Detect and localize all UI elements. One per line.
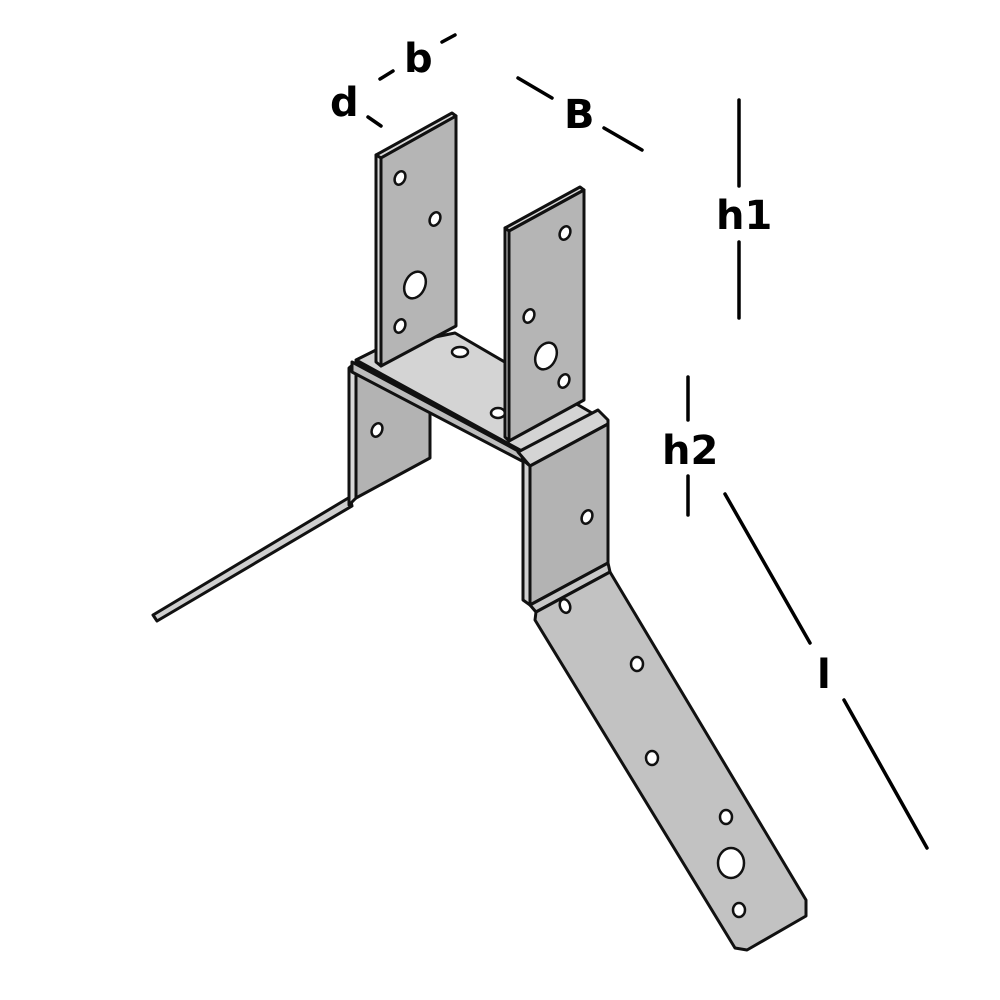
label-b: b — [404, 36, 433, 82]
dimension-B: B — [516, 76, 644, 152]
label-d: d — [330, 80, 359, 126]
right-leg — [516, 408, 610, 607]
label-h2: h2 — [662, 428, 718, 474]
dimension-h2: h2 — [662, 375, 718, 517]
label-B: B — [564, 92, 595, 138]
hole — [393, 318, 407, 334]
hole-large — [716, 846, 746, 880]
hole — [450, 345, 470, 359]
dimension-b: b — [378, 33, 457, 82]
hole — [718, 808, 734, 826]
hole — [558, 225, 572, 241]
hole — [558, 597, 572, 615]
angled-strap — [528, 561, 808, 952]
hole — [370, 422, 384, 438]
dimension-l: l — [723, 492, 929, 850]
left-strap — [151, 495, 354, 623]
hole — [629, 655, 645, 673]
hole — [731, 901, 747, 919]
right-upright — [503, 185, 586, 443]
hole-large — [533, 341, 559, 371]
label-l: l — [817, 652, 831, 698]
label-h1: h1 — [716, 193, 772, 239]
hole-large — [402, 270, 428, 300]
dimension-h1: h1 — [716, 98, 772, 320]
dimension-d: d — [330, 80, 383, 128]
hole — [428, 211, 442, 227]
hole — [489, 406, 507, 420]
left-upright — [374, 111, 458, 368]
hole — [557, 373, 571, 389]
hole — [522, 308, 536, 324]
hole — [580, 509, 594, 525]
hole — [644, 749, 660, 767]
hole — [393, 170, 407, 186]
